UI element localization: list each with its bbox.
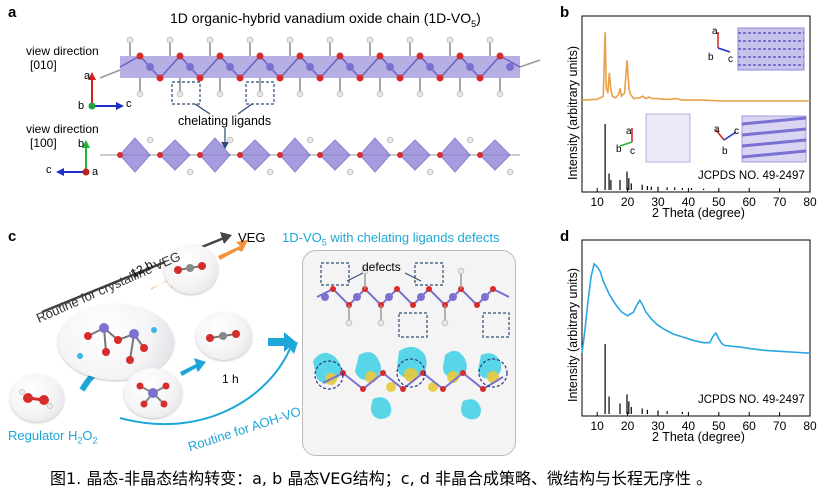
time-1h-label: 1 h — [222, 372, 239, 386]
panel-a-structure — [56, 36, 541, 176]
b-top-axis-a: a — [712, 26, 718, 37]
b-mid2-crystal-row — [741, 127, 807, 137]
b-top-axis-b: b — [708, 52, 714, 63]
vanadium-oxide-chain-top — [99, 36, 541, 98]
b-mid2-axis-a: a — [714, 124, 720, 135]
d-frame — [581, 239, 811, 417]
axis2-right-label: a — [92, 166, 99, 178]
panel-a-title: 1D organic-hybrid vanadium oxide chain (… — [170, 10, 481, 29]
h2o2-bubble — [10, 374, 64, 422]
panel-d-ylabel: Intensity (arbitrary units) — [566, 267, 580, 402]
b-xtick-label: 30 — [651, 195, 665, 209]
b-mid2-triad-c-icon — [723, 131, 737, 141]
defects-label: defects — [362, 260, 401, 274]
veg-label: VEG — [238, 230, 266, 245]
panel-d-xlabel: 2 Theta (degree) — [652, 430, 745, 444]
view-direction-100: view direction [100] — [26, 122, 99, 150]
b-mid-triad-b-icon — [619, 141, 633, 147]
b-xrd-curve — [581, 32, 810, 102]
b-mid-crystal-inset — [645, 113, 691, 163]
axis1-right-label: c — [126, 98, 132, 110]
panel-b-label: b — [560, 4, 570, 21]
d-xtick-label: 70 — [772, 419, 787, 433]
b-frame — [581, 15, 811, 193]
axis1-up-label: a — [84, 70, 91, 82]
panel-b-jcpds: JCPDS NO. 49-2497 — [698, 170, 805, 182]
defect-structure-box — [302, 250, 516, 456]
b-xtick-label: 40 — [681, 195, 696, 209]
vo-species-bubble — [124, 368, 182, 418]
d-xrd-curve — [581, 262, 811, 354]
b-xtick-label: 80 — [803, 195, 817, 209]
axis1-left-label: b — [78, 100, 85, 112]
b-mid2-axis-b: b — [722, 146, 728, 157]
b-top-axis-c: c — [728, 54, 733, 65]
panel-c-label: c — [8, 228, 17, 245]
precursor-bubble — [58, 304, 174, 380]
vanadium-oxide-chain-bottom — [100, 136, 520, 176]
b-xtick-label: 20 — [620, 195, 635, 209]
panel-d-jcpds: JCPDS NO. 49-2497 — [698, 394, 805, 406]
b-mid-axis-c: c — [630, 146, 635, 157]
axis2-left-label: c — [46, 164, 52, 176]
figure-caption: 图1. 晶态-非晶态结构转变：a, b 晶态VEG结构；c, d 非晶合成策略、… — [50, 469, 713, 488]
d-xtick-label: 10 — [590, 419, 604, 433]
view-direction-010: view direction [010] — [26, 44, 99, 72]
d-xtick-label: 30 — [651, 419, 665, 433]
b-xtick-label: 50 — [712, 195, 726, 209]
b-mid-axis-a: a — [626, 126, 632, 137]
veg-molecule-bubble — [164, 244, 218, 294]
b-xtick-label: 10 — [590, 195, 604, 209]
panel-a-label: a — [8, 4, 17, 21]
b-xtick-label: 70 — [772, 195, 787, 209]
ligand-bubble — [196, 312, 252, 360]
b-mid-axis-b: b — [616, 144, 622, 155]
regulator-label: Regulator H2O2 — [8, 428, 98, 446]
b-mid2-crystal-row — [741, 149, 807, 159]
d-xtick-label: 50 — [712, 419, 726, 433]
b-mid2-axis-c: c — [734, 126, 739, 137]
d-xtick-label: 80 — [803, 419, 817, 433]
chelating-ligands-label: chelating ligands — [178, 114, 272, 128]
axes-triad-100-icon — [56, 140, 90, 176]
axis2-up-label: b — [78, 138, 85, 150]
d-xtick-label: 60 — [742, 419, 756, 433]
panel-b-xlabel: 2 Theta (degree) — [652, 206, 745, 220]
d-xtick-label: 20 — [620, 419, 635, 433]
b-xtick-label: 60 — [742, 195, 756, 209]
b-mid2-triad-a-icon — [715, 129, 725, 141]
b-mid2-crystal-row — [741, 116, 807, 126]
b-mid2-crystal-row — [741, 138, 807, 148]
panel-d-label: d — [560, 228, 570, 245]
axes-triad-010-icon — [88, 72, 124, 110]
d-xtick-label: 40 — [681, 419, 696, 433]
b-top-triad-c-icon — [717, 47, 731, 53]
defects-panel-title: 1D-VO5 with chelating ligands defects — [282, 230, 500, 248]
